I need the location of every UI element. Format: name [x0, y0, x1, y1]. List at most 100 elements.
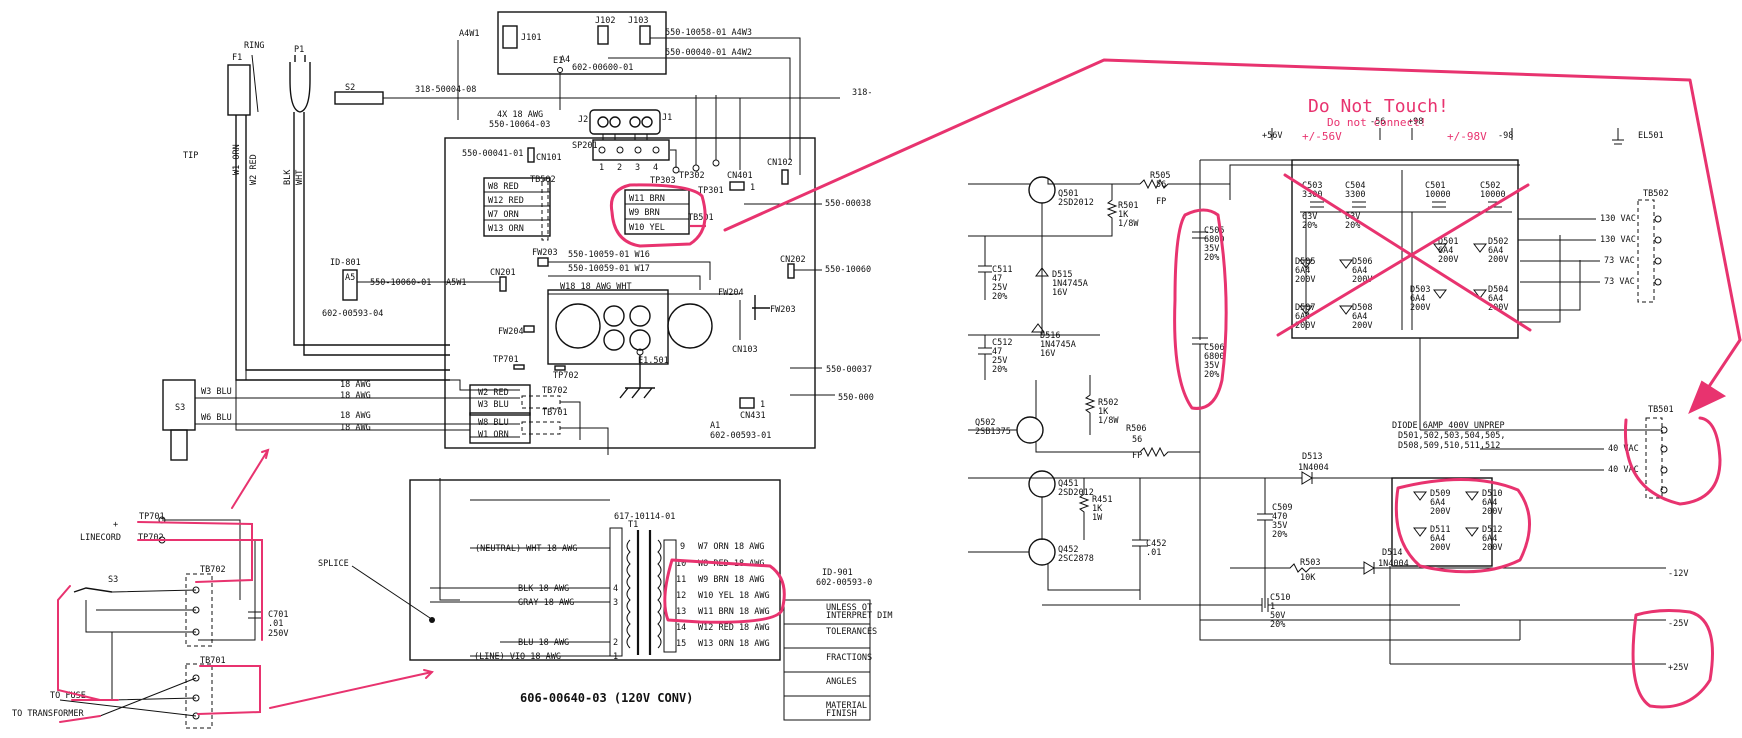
j2-label: J2: [578, 115, 588, 125]
t1-primary-pins: [609, 527, 623, 657]
c503-val: 3300: [1302, 190, 1322, 200]
fw203-b: FW203: [770, 305, 796, 315]
fuse-ref: F1: [232, 53, 242, 63]
q502-part: 2SB1375: [975, 427, 1011, 437]
c509: [1257, 478, 1273, 608]
pink-link-line: [723, 58, 1742, 342]
w1-orn: W1 ORN: [232, 144, 242, 175]
s2-ref: S2: [345, 83, 355, 93]
c509-tol: 20%: [1272, 530, 1287, 540]
tb-note-4: FRACTIONS: [826, 653, 872, 663]
rail-ref-4: -98: [1498, 131, 1513, 141]
tb701-row-1: W8 BLU: [478, 418, 509, 428]
id901-part: 602-00593-0: [816, 578, 872, 588]
fw204-b: FW204: [718, 288, 744, 298]
pink-inset-arrow-2: [269, 671, 433, 709]
d513: [1290, 471, 1420, 485]
w18-label: W18 18 AWG WHT: [560, 282, 632, 292]
tb501-row-1r: 40 VAC: [1608, 444, 1639, 454]
t1-left-pin-4: 2: [613, 638, 618, 648]
cn401-label: CN401: [727, 171, 753, 181]
a4-wires: [608, 37, 801, 175]
t1-primary-coil: [626, 539, 631, 649]
inset-tp701: TP701: [139, 512, 165, 522]
d511-p: 6A4: [1430, 534, 1445, 544]
tb701-block: [469, 412, 531, 444]
cable-part: 550-10064-03: [489, 120, 550, 130]
ring-lead: [251, 54, 259, 113]
blk-wire: BLK: [283, 169, 293, 185]
t1-left-pin-3: 3: [613, 598, 618, 608]
t1-lbl-11: W9 BRN 18 AWG: [698, 575, 765, 585]
tb502-row-4: W13 ORN: [488, 224, 524, 234]
part-550-10060: 550-10060: [825, 265, 871, 275]
d516: [1031, 323, 1045, 333]
d513-ref: D513: [1302, 452, 1322, 462]
sp-wires: [602, 134, 677, 168]
t1-pin-9: 9: [680, 542, 685, 552]
inset-c701-ref: C701: [268, 610, 288, 620]
d516-v: 16V: [1040, 349, 1055, 359]
part-318: 318-: [852, 88, 872, 98]
d508-ref: D508: [1352, 303, 1372, 313]
d507-p: 6A4: [1295, 312, 1310, 322]
c452-ref: C452: [1146, 539, 1166, 549]
c505-val: 6800: [1204, 235, 1224, 245]
main-chassis-box: [444, 137, 816, 449]
c502-ref: C502: [1480, 181, 1500, 191]
c511-v: 25V: [992, 283, 1007, 293]
r503-val: 10K: [1300, 573, 1316, 583]
c512-ref: C512: [992, 338, 1012, 348]
s3-wires: [195, 370, 520, 438]
cn201-label: CN201: [490, 268, 516, 278]
bottom-diode-symbols: [1413, 491, 1479, 537]
c510-val: 1: [1270, 602, 1275, 612]
d509-v: 200V: [1430, 507, 1450, 517]
output-rail-wires: [1200, 566, 1666, 665]
sp-num-2: 2: [617, 163, 622, 173]
r505-type: FP: [1156, 197, 1166, 207]
inset-c701-volt: 250V: [268, 629, 288, 639]
r451-ref: R451: [1092, 495, 1112, 505]
pink-inset-arrow-1-head: [261, 448, 270, 459]
awg-row-4: 18 AWG: [340, 423, 371, 433]
d502-p: 6A4: [1488, 246, 1503, 256]
pink-x-1: [1283, 173, 1532, 332]
tb502-row-4r: 73 VAC: [1604, 277, 1635, 287]
tb501-term-2: [1660, 445, 1668, 453]
q451-part: 2SD2012: [1058, 488, 1094, 498]
tb702-row-2: W3 BLU: [478, 400, 509, 410]
s3-w3: W3 BLU: [201, 387, 232, 397]
tb501-left: [624, 189, 690, 235]
a5w1-ref: A5W1: [446, 278, 466, 288]
tb502-row-3: W7 ORN: [488, 210, 519, 220]
inset-tp702: TP702: [138, 533, 164, 543]
t1-left-label-2: BLK 18 AWG: [518, 584, 569, 594]
tb501-row-3: W10 YEL: [629, 223, 665, 233]
cap-small-a: [603, 305, 625, 327]
a4-ref: A4: [560, 55, 570, 65]
cap-large-left: [555, 303, 601, 349]
d506-ref: D506: [1352, 257, 1372, 267]
t1-lbl-13: W11 BRN 18 AWG: [698, 607, 770, 617]
tb501-right-strip: [1645, 417, 1663, 499]
tb502-right-ref: TB502: [1643, 189, 1669, 199]
c512: [968, 334, 1100, 380]
d512-ref: D512: [1482, 525, 1502, 535]
pink-circle-t1-rows: [663, 558, 786, 624]
pink-inset-arrow-1: [231, 449, 269, 509]
q502-transistor: [1016, 416, 1044, 444]
splice-label: SPLICE: [318, 559, 349, 569]
t1-left-pin-2: 4: [613, 584, 618, 594]
t1-left-label-1: (NEUTRAL) WHT 18 AWG: [475, 544, 577, 554]
sp201-block: [592, 139, 670, 161]
tb-note-5: ANGLES: [826, 677, 857, 687]
c503-v: 63V: [1302, 212, 1317, 222]
tb502-row-2: W12 RED: [488, 196, 524, 206]
r501-ref: R501: [1118, 201, 1138, 211]
r503: [1230, 563, 1350, 573]
d506-p: 6A4: [1352, 266, 1367, 276]
r501-w: 1/8W: [1118, 219, 1139, 229]
t1-secondary-labels: 9 W7 ORN 18 AWG 10 W8 RED 18 AWG 11 W9 B…: [676, 542, 770, 649]
